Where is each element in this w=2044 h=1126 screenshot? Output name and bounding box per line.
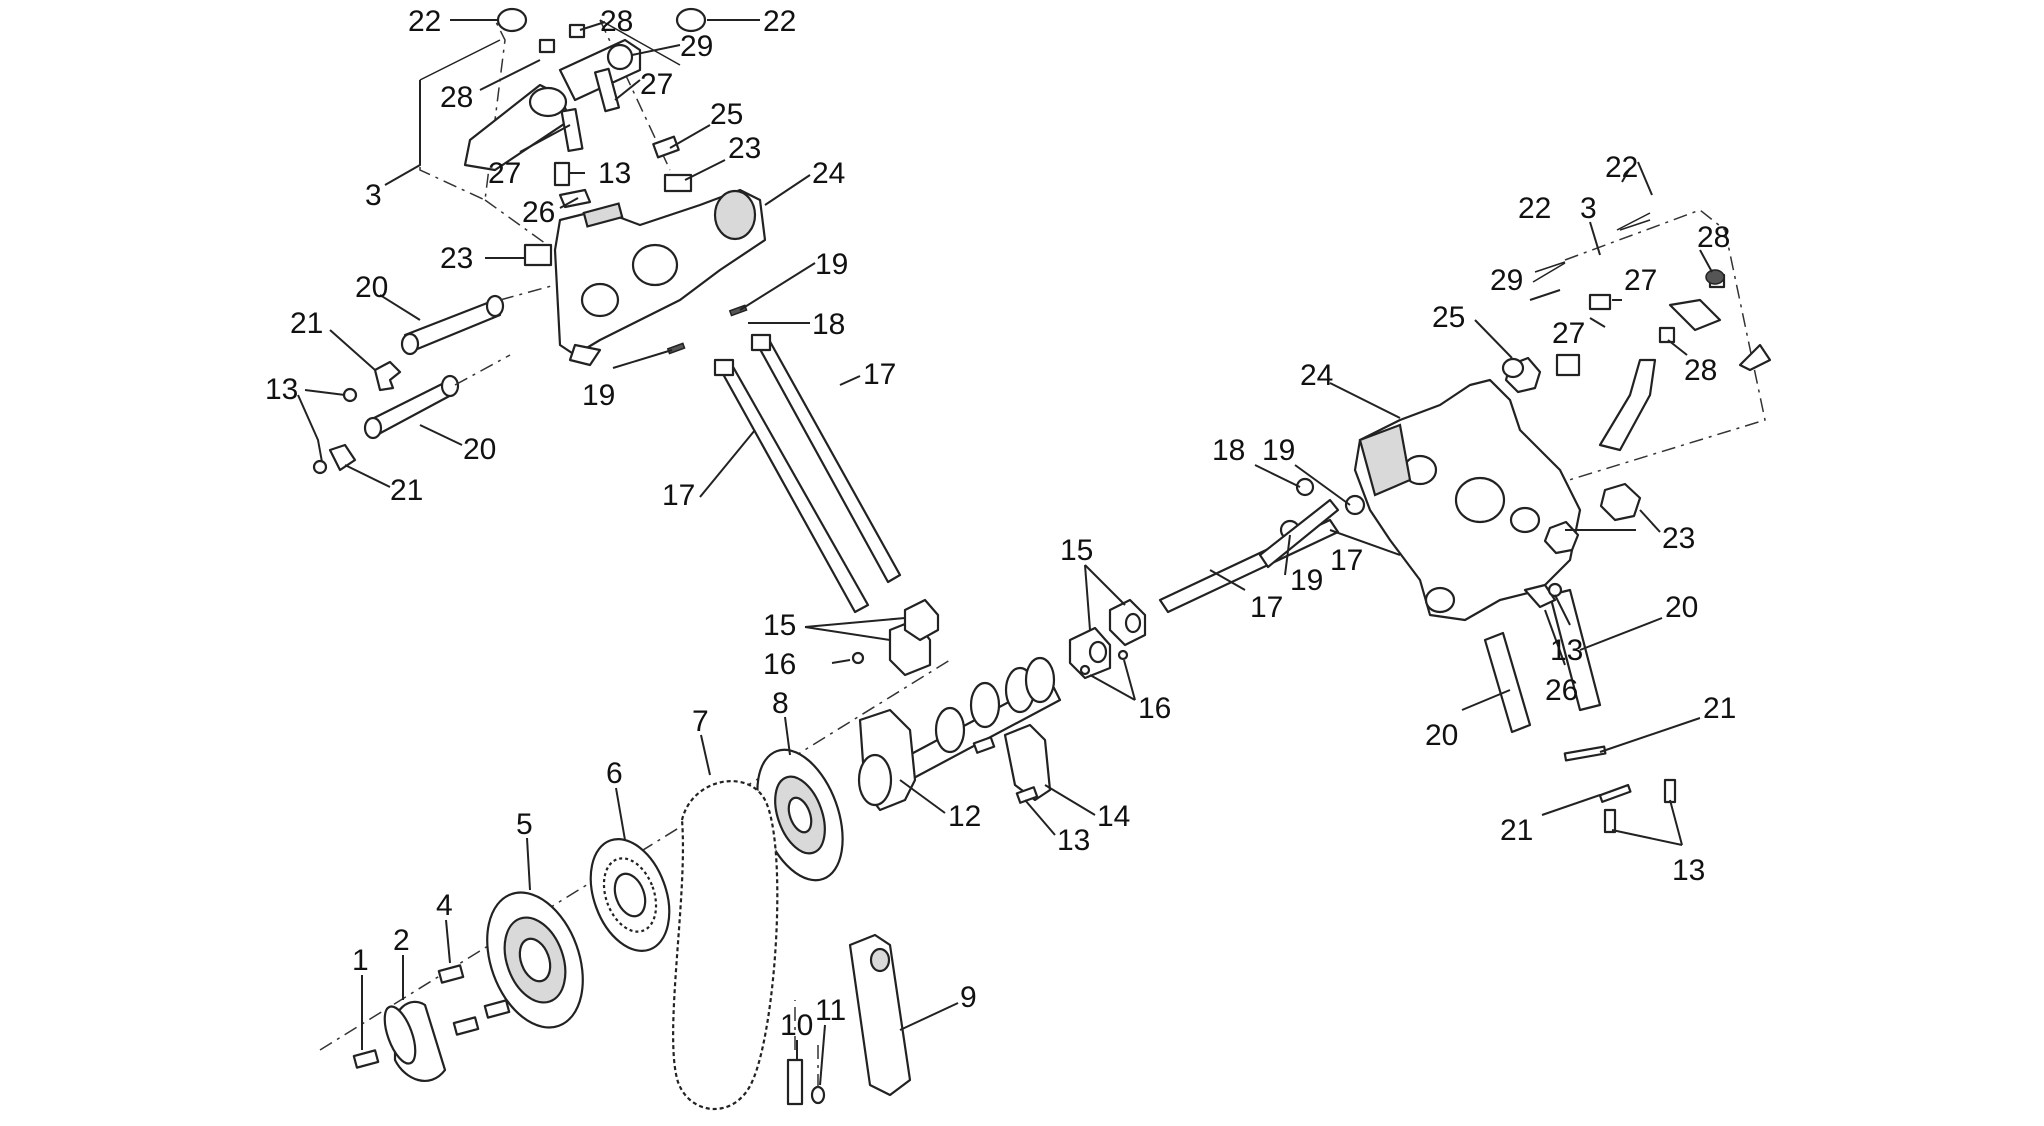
- camshaft-timing-assembly: [319, 598, 1147, 1111]
- label-27: 27: [1624, 264, 1657, 297]
- label-27: 27: [1552, 317, 1585, 350]
- label-10: 10: [780, 1009, 813, 1042]
- label-19: 19: [815, 248, 848, 281]
- label-28: 28: [1697, 221, 1730, 254]
- label-28: 28: [440, 81, 473, 114]
- label-9: 9: [960, 981, 977, 1014]
- label-3: 3: [365, 179, 382, 212]
- label-12: 12: [948, 800, 981, 833]
- label-28: 28: [1684, 354, 1717, 387]
- label-23: 23: [728, 132, 761, 165]
- label-3: 3: [1580, 192, 1597, 225]
- label-16: 16: [763, 648, 796, 681]
- label-17: 17: [662, 479, 695, 512]
- label-29: 29: [1490, 264, 1523, 297]
- right-rocker-assembly: [1158, 209, 1772, 834]
- label-26: 26: [1545, 674, 1578, 707]
- label-7: 7: [692, 705, 709, 738]
- label-20: 20: [1665, 591, 1698, 624]
- label-26: 26: [522, 196, 555, 229]
- label-11: 11: [815, 994, 846, 1027]
- label-24: 24: [812, 157, 845, 190]
- label-19: 19: [1290, 564, 1323, 597]
- label-27: 27: [640, 68, 673, 101]
- label-25: 25: [710, 98, 743, 131]
- label-20: 20: [355, 271, 388, 304]
- label-21: 21: [390, 474, 423, 507]
- label-25: 25: [1432, 301, 1465, 334]
- label-17: 17: [1250, 591, 1283, 624]
- label-2: 2: [393, 924, 410, 957]
- label-18: 18: [812, 308, 845, 341]
- label-22: 22: [1605, 151, 1638, 184]
- label-23: 23: [1662, 522, 1695, 555]
- label-19: 19: [582, 379, 615, 412]
- left-rocker-assembly: [312, 7, 902, 614]
- label-5: 5: [516, 808, 533, 841]
- label-6: 6: [606, 757, 623, 790]
- label-17: 17: [863, 358, 896, 391]
- label-21: 21: [290, 307, 323, 340]
- label-24: 24: [1300, 359, 1333, 392]
- label-15: 15: [1060, 534, 1093, 567]
- leader-lines: [297, 19, 1713, 1086]
- label-15: 15: [763, 609, 796, 642]
- label-13: 13: [1057, 824, 1090, 857]
- label-21: 21: [1500, 814, 1533, 847]
- label-21: 21: [1703, 692, 1736, 725]
- label-28: 28: [600, 5, 633, 38]
- label-4: 4: [436, 889, 453, 922]
- label-19: 19: [1262, 434, 1295, 467]
- label-13: 13: [265, 373, 298, 406]
- label-13: 13: [1550, 634, 1583, 667]
- label-8: 8: [772, 687, 789, 720]
- label-13: 13: [598, 157, 631, 190]
- label-17: 17: [1330, 544, 1363, 577]
- label-22: 22: [408, 5, 441, 38]
- label-20: 20: [1425, 719, 1458, 752]
- label-1: 1: [352, 944, 369, 977]
- part-number-labels: 22 28 22 29 28 27 27 3 13 25 23 24 26 23…: [265, 5, 1736, 1042]
- label-18: 18: [1212, 434, 1245, 467]
- label-20: 20: [463, 433, 496, 466]
- label-22: 22: [1518, 192, 1551, 225]
- label-16: 16: [1138, 692, 1171, 725]
- label-14: 14: [1097, 800, 1130, 833]
- label-27: 27: [488, 157, 521, 190]
- label-22: 22: [763, 5, 796, 38]
- label-13: 13: [1672, 854, 1705, 887]
- label-23: 23: [440, 242, 473, 275]
- label-29: 29: [680, 30, 713, 63]
